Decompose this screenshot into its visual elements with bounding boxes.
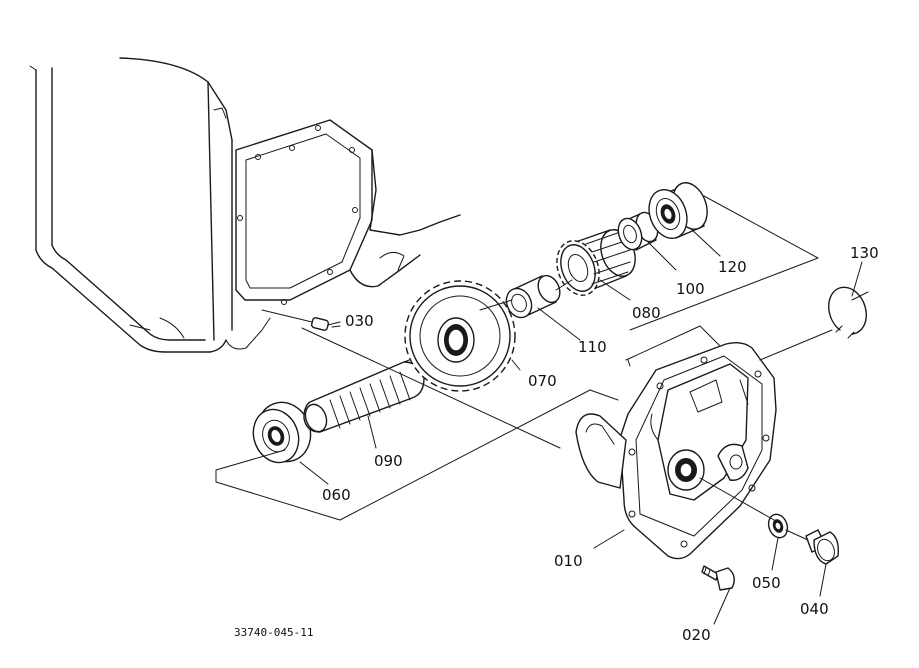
- callout-120: 120: [718, 258, 747, 276]
- callout-100: 100: [676, 280, 705, 298]
- callout-080: 080: [632, 304, 661, 322]
- part-130-snap-ring: [828, 286, 868, 339]
- callout-020: 020: [682, 626, 711, 644]
- drawing-number: 33740-045-11: [234, 626, 313, 639]
- part-020-bolt: [701, 565, 735, 591]
- part-050-washer: [767, 513, 789, 539]
- callout-060: 060: [322, 486, 351, 504]
- callout-130: 130: [850, 244, 879, 262]
- part-090-shaft: [303, 351, 431, 433]
- part-070-gear: [404, 280, 516, 392]
- part-010-cover: [575, 341, 777, 560]
- callout-090: 090: [374, 452, 403, 470]
- part-110-collar: [505, 274, 561, 319]
- leader-lines: [215, 195, 869, 541]
- callout-030: 030: [345, 312, 374, 330]
- transmission-case: [29, 57, 461, 353]
- part-120-bearing: [648, 182, 708, 239]
- part-030-pin: [261, 309, 341, 331]
- part-040-plug: [805, 529, 840, 565]
- callout-050: 050: [752, 574, 781, 592]
- callout-leaders: [299, 227, 863, 625]
- callout-110: 110: [578, 338, 607, 356]
- part-080-gear: [556, 229, 636, 296]
- callout-040: 040: [800, 600, 829, 618]
- callout-070: 070: [528, 372, 557, 390]
- callout-010: 010: [554, 552, 583, 570]
